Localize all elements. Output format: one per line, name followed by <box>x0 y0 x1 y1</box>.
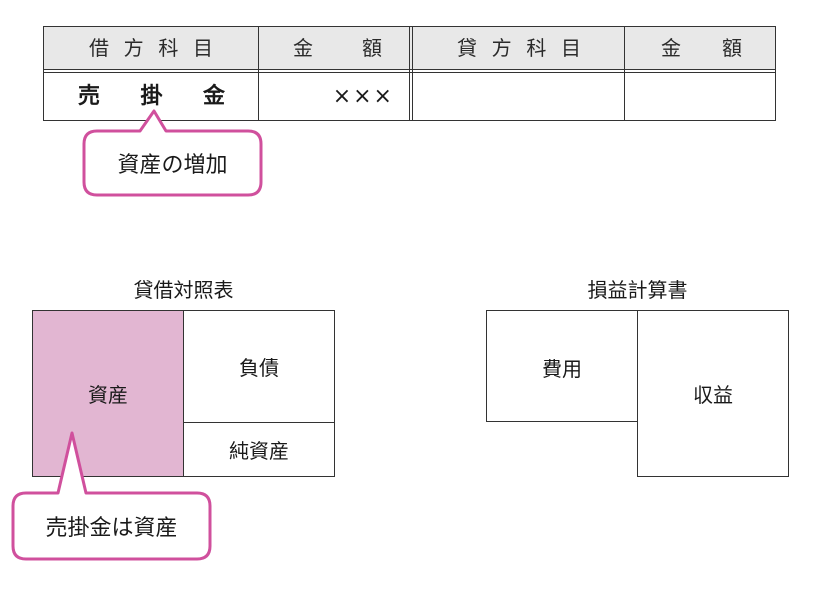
income-statement-expenses-box <box>486 310 638 422</box>
header-credit-account-char: 方 <box>491 35 512 60</box>
header-debit-amount-char: 金 <box>293 35 313 60</box>
income-statement-revenue-box <box>637 310 789 477</box>
callout-receivable-is-asset-text: 売掛金は資産 <box>45 516 178 541</box>
balance-sheet-right-box <box>183 310 335 477</box>
header-debit-account-char: 借 <box>89 35 109 60</box>
callout-receivable-is-asset-bubble <box>11 431 212 561</box>
header-credit-account-char: 貸 <box>457 35 477 60</box>
callout-asset-increase-bubble <box>82 109 263 197</box>
header-credit-account: 貸 方 科 目 <box>413 26 625 69</box>
entry-debit-amount: ××× <box>332 84 394 109</box>
entry-debit-account-char: 金 <box>202 84 225 109</box>
income-statement-revenue-label: 収益 <box>693 382 733 407</box>
header-debit-amount: 金 額 <box>259 26 410 69</box>
balance-sheet-title: 貸借対照表 <box>133 278 234 302</box>
entry-debit-account: 売 掛 金 <box>43 73 259 121</box>
callout-asset-increase-text: 資産の増加 <box>117 153 228 178</box>
header-debit-account-char: 目 <box>192 35 213 60</box>
entry-debit-account-char: 売 <box>78 84 101 109</box>
income-statement-title: 損益計算書 <box>587 278 688 302</box>
header-debit-amount-char: 額 <box>362 35 382 60</box>
balance-sheet-liabilities-label: 負債 <box>239 355 279 380</box>
income-statement-expenses-label: 費用 <box>542 356 582 381</box>
header-credit-account-char: 目 <box>560 35 581 60</box>
journal-table-grid <box>43 26 776 121</box>
header-debit-account: 借 方 科 目 <box>43 26 259 69</box>
journal-entry-table: 借 方 科 目 金 額 貸 方 科 目 金 額 売 掛 金 ××× <box>43 26 776 121</box>
header-credit-amount: 金 額 <box>625 26 776 69</box>
header-credit-amount-char: 金 <box>661 35 681 60</box>
header-debit-account-char: 科 <box>158 35 179 60</box>
balance-sheet-assets-label: 資産 <box>88 382 128 407</box>
header-credit-account-char: 科 <box>526 35 547 60</box>
balance-sheet-assets-box <box>32 310 184 477</box>
balance-sheet-net-assets-label: 純資産 <box>229 438 289 463</box>
header-debit-account-char: 方 <box>123 35 144 60</box>
entry-debit-account-char: 掛 <box>140 84 163 109</box>
header-credit-amount-char: 額 <box>722 35 742 60</box>
